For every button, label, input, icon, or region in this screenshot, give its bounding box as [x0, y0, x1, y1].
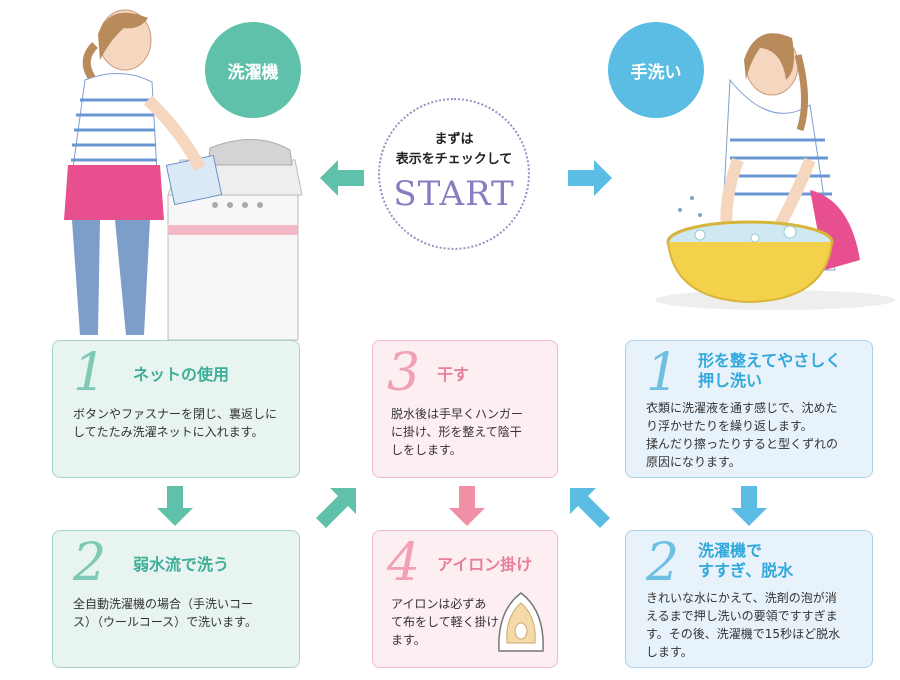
- step-body-line: 衣類に洗濯液を通す感じで、沈めた: [646, 401, 838, 415]
- step-body-line: て布をして軽く掛け: [391, 615, 499, 629]
- washing-machine-illustration: [64, 9, 303, 341]
- arrow-down-icon: [731, 486, 767, 526]
- arrow-up-right-icon: [316, 488, 356, 528]
- washer-step-1-card: 1 ネットの使用 ボタンやファスナーを閉じ、裏返しに してたたみ洗濯ネットに入れ…: [52, 340, 300, 478]
- step-body: 全自動洗濯機の場合（手洗いコー ス）（ウールコース）で洗います。: [73, 595, 288, 631]
- arrow-left-icon: [320, 160, 364, 196]
- step-body-line: しをします。: [391, 443, 462, 457]
- step-body: アイロンは必ずあ て布をして軽く掛け ます。: [391, 595, 501, 649]
- step-body-line: す。その後、洗濯機で15秒ほど脱水: [646, 627, 841, 641]
- shared-step-3-card: 3 干す 脱水後は手早くハンガー に掛け、形を整えて陰干 しをします。: [372, 340, 558, 478]
- step-title: 洗濯機で すすぎ、脱水: [698, 541, 793, 581]
- step-body: ボタンやファスナーを閉じ、裏返しに してたたみ洗濯ネットに入れます。: [73, 405, 288, 441]
- step-title: 干す: [437, 365, 470, 384]
- iron-icon: [498, 592, 544, 652]
- step-body-line: ボタンやファスナーを閉じ、裏返しに: [73, 407, 278, 421]
- step-body-line: ス）（ウールコース）で洗います。: [73, 615, 257, 629]
- step-title-line: すすぎ、脱水: [698, 561, 794, 580]
- step-number: 3: [387, 343, 421, 403]
- handwash-label: 手洗い: [608, 22, 704, 118]
- shared-step-4-card: 4 アイロン掛け アイロンは必ずあ て布をして軽く掛け ます。: [372, 530, 558, 668]
- step-body-line: 全自動洗濯機の場合（手洗いコー: [73, 597, 254, 611]
- step-number: 2: [646, 533, 680, 593]
- step-body: 脱水後は手早くハンガー に掛け、形を整えて陰干 しをします。: [391, 405, 551, 459]
- washer-label-text: 洗濯機: [227, 62, 279, 83]
- start-badge: まずは 表示をチェックして START: [378, 98, 530, 250]
- washer-step-2-card: 2 弱水流で洗う 全自動洗濯機の場合（手洗いコー ス）（ウールコース）で洗います…: [52, 530, 300, 668]
- arrow-right-icon: [568, 160, 612, 196]
- step-title: アイロン掛け: [437, 555, 533, 574]
- step-body-line: に掛け、形を整えて陰干: [391, 425, 522, 439]
- step-body-line: えるまで押し洗いの要領ですすぎま: [646, 609, 838, 623]
- step-number: 1: [646, 343, 680, 403]
- step-title: ネットの使用: [133, 365, 230, 384]
- arrow-up-left-icon: [570, 488, 610, 528]
- step-number: 4: [387, 533, 421, 593]
- start-title: START: [393, 174, 515, 214]
- start-line2: 表示をチェックして: [395, 152, 513, 167]
- step-body-line: ます。: [391, 633, 426, 647]
- step-body-line: します。: [646, 645, 693, 659]
- step-title: 形を整えてやさしく 押し洗い: [698, 351, 841, 391]
- start-line1: まずは: [434, 132, 474, 147]
- step-body-line: 原因になります。: [646, 455, 741, 469]
- arrow-down-icon: [449, 486, 485, 526]
- handwash-step-1-card: 1 形を整えてやさしく 押し洗い 衣類に洗濯液を通す感じで、沈めた り浮かせたり…: [625, 340, 873, 478]
- handwash-step-2-card: 2 洗濯機で すすぎ、脱水 きれいな水にかえて、洗剤の泡が消 えるまで押し洗いの…: [625, 530, 873, 668]
- handwash-label-text: 手洗い: [630, 62, 682, 83]
- washer-label: 洗濯機: [205, 22, 301, 118]
- step-body-line: アイロンは必ずあ: [391, 597, 487, 611]
- step-title-line: 洗濯機で: [698, 541, 763, 560]
- hand-washing-illustration: [655, 33, 895, 310]
- step-body: 衣類に洗濯液を通す感じで、沈めた り浮かせたりを繰り返します。 揉んだり擦ったり…: [646, 399, 868, 471]
- step-body-line: 揉んだり擦ったりすると型くずれの: [646, 437, 839, 451]
- step-title: 弱水流で洗う: [133, 555, 230, 574]
- step-body-line: 脱水後は手早くハンガー: [391, 407, 524, 421]
- step-title-line: 押し洗い: [698, 371, 763, 390]
- step-body: きれいな水にかえて、洗剤の泡が消 えるまで押し洗いの要領ですすぎま す。その後、…: [646, 589, 868, 661]
- step-body-line: してたたみ洗濯ネットに入れます。: [73, 425, 264, 439]
- step-body-line: きれいな水にかえて、洗剤の泡が消: [646, 591, 837, 605]
- step-number: 1: [73, 343, 107, 403]
- step-body-line: り浮かせたりを繰り返します。: [646, 419, 813, 433]
- arrow-down-icon: [157, 486, 193, 526]
- step-number: 2: [73, 533, 107, 593]
- step-title-line: 形を整えてやさしく: [698, 351, 842, 370]
